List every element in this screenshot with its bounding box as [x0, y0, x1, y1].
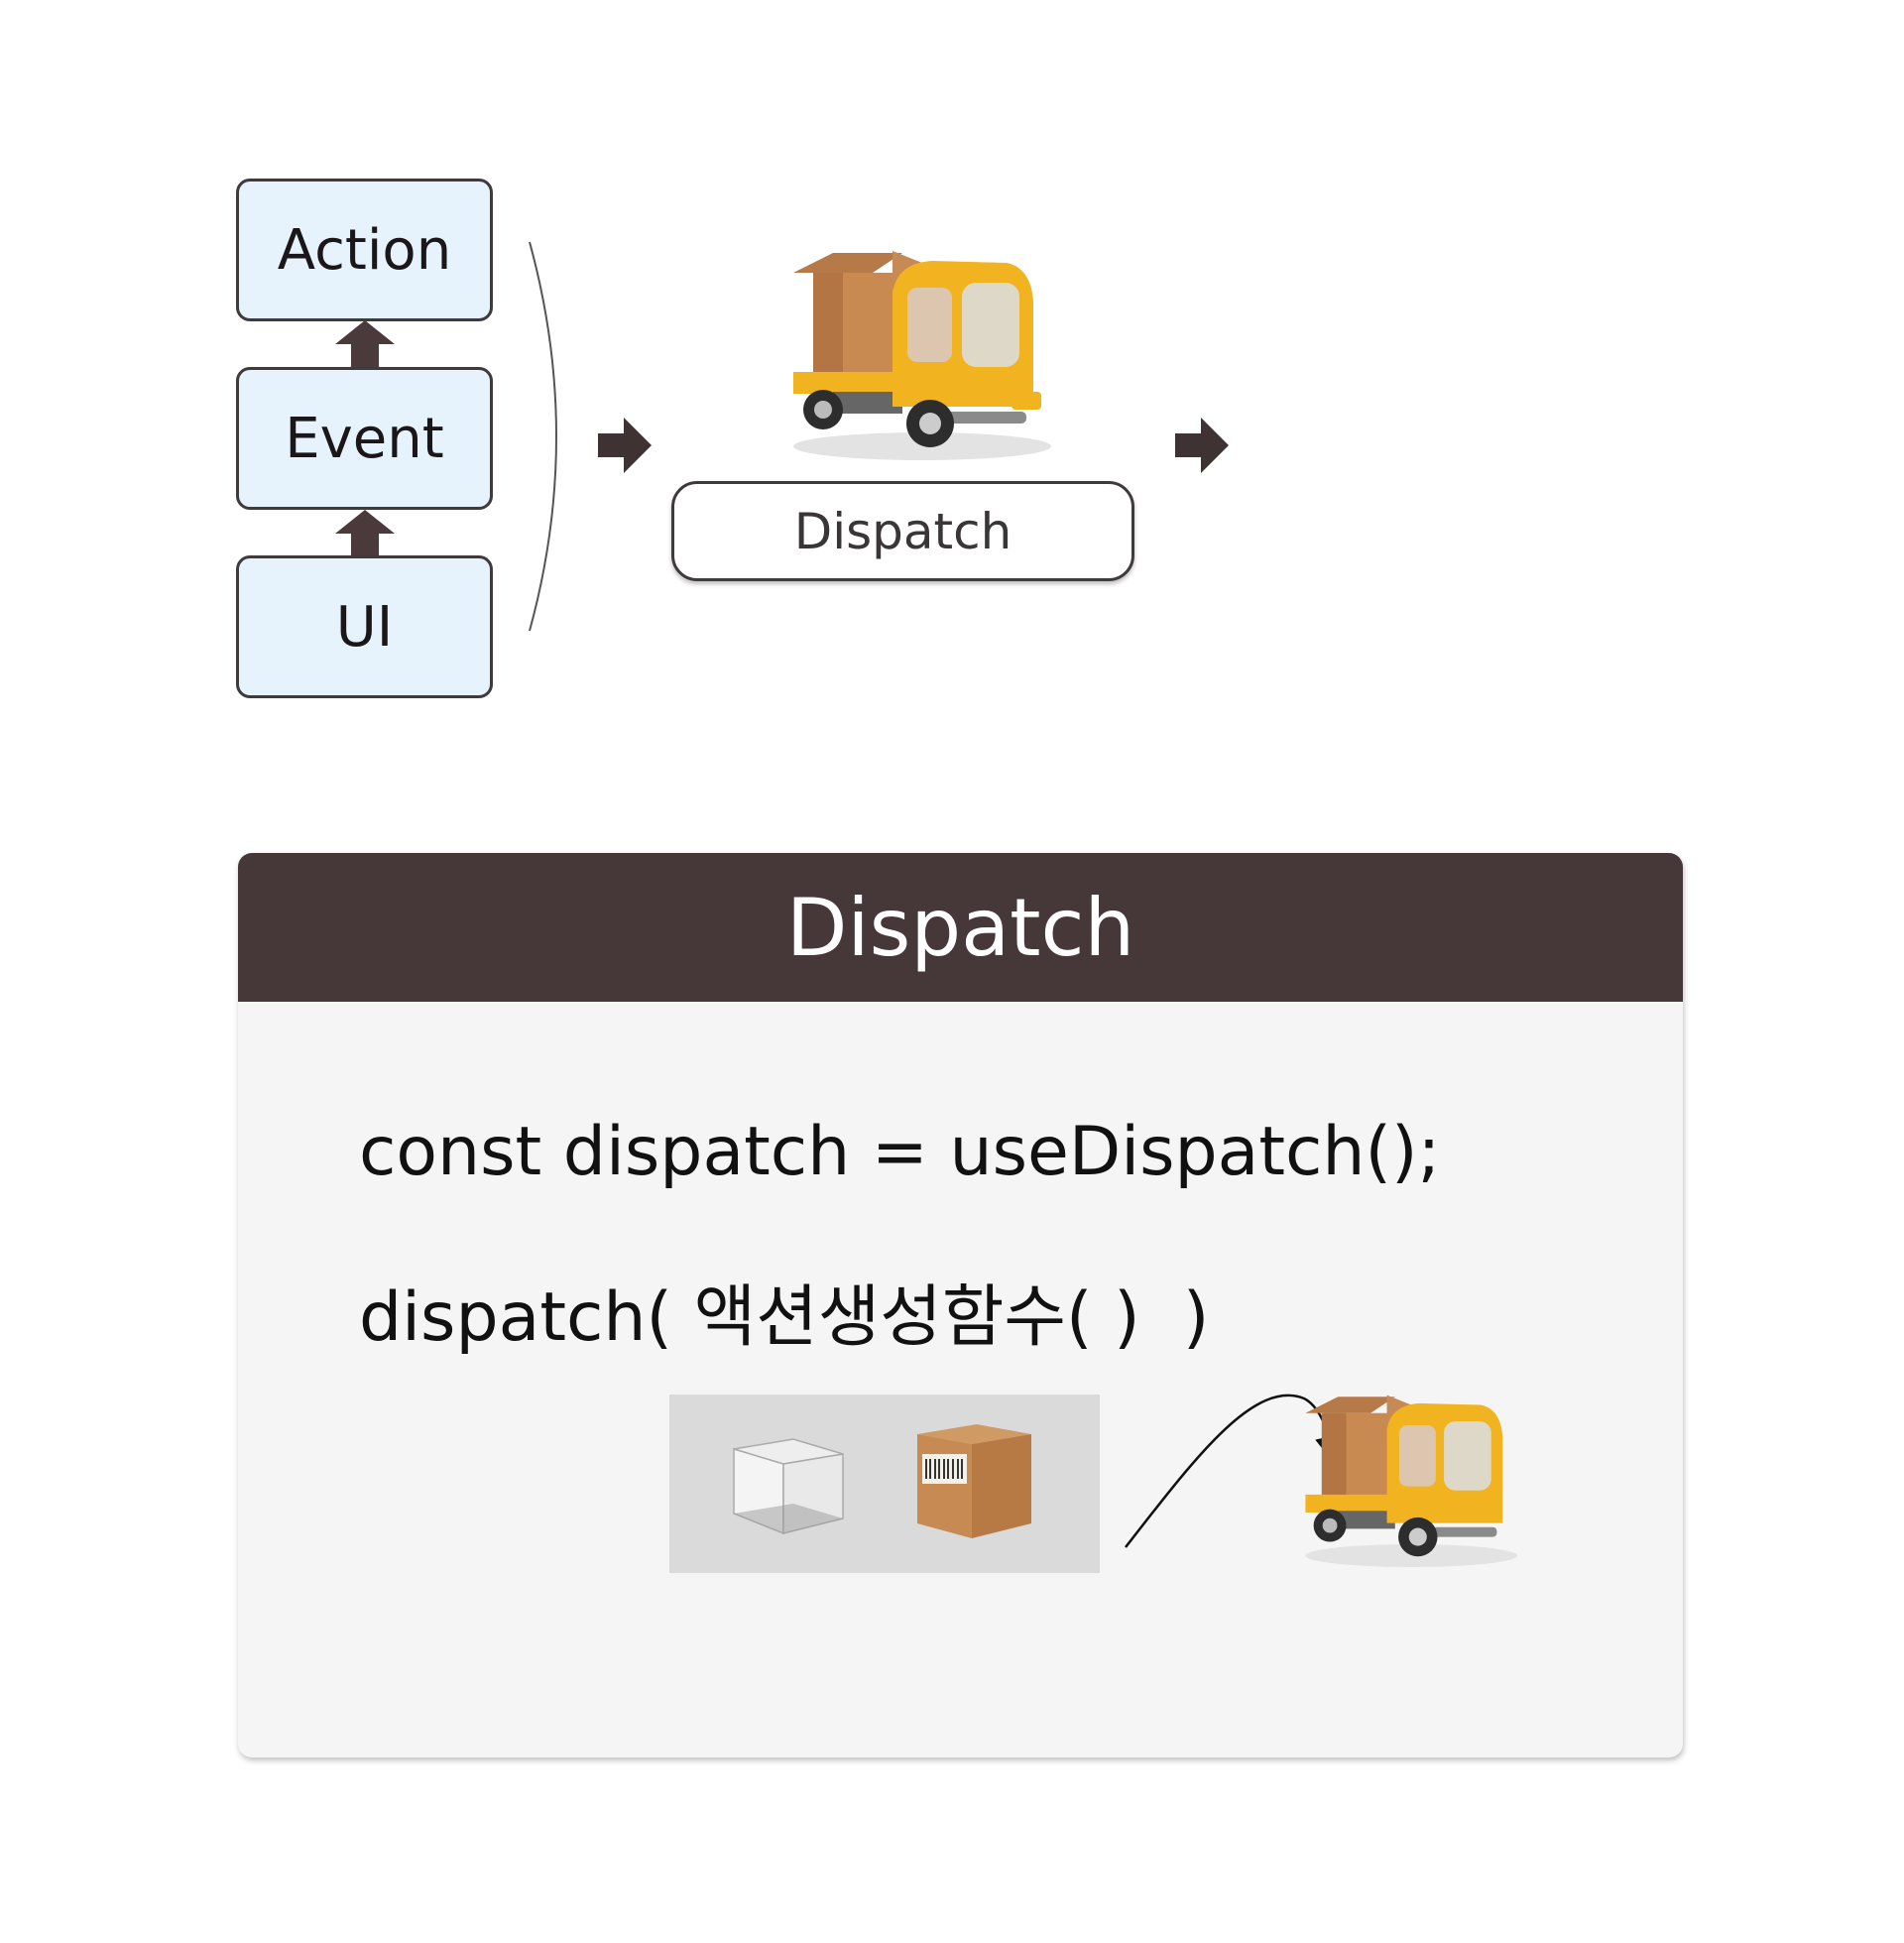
code-line-dispatch-call: dispatch( 액션생성함수( ) ): [359, 1278, 1210, 1357]
ui-box: UI: [236, 555, 493, 698]
delivery-truck-icon: [793, 251, 1051, 460]
up-arrow-icon: [335, 510, 395, 561]
glass-cube-icon: [733, 1438, 844, 1535]
dispatch-pill: Dispatch: [671, 481, 1134, 581]
grouping-bracket: [529, 241, 557, 632]
action-label: Action: [277, 217, 452, 283]
right-arrow-icon: [1175, 418, 1229, 473]
code-line-use-dispatch: const dispatch = useDispatch();: [359, 1113, 1441, 1191]
card-header: Dispatch: [238, 853, 1683, 1002]
cardboard-box-icon: [917, 1424, 1031, 1538]
event-box: Event: [236, 367, 493, 510]
right-arrow-icon: [598, 418, 652, 473]
delivery-truck-icon: [1305, 1395, 1517, 1567]
card-title: Dispatch: [785, 881, 1135, 974]
dispatch-card: Dispatch const dispatch = useDispatch();…: [238, 853, 1683, 1758]
event-label: Event: [285, 406, 444, 471]
up-arrow-icon: [335, 320, 395, 372]
action-box: Action: [236, 179, 493, 321]
dispatch-pill-label: Dispatch: [793, 502, 1012, 560]
ui-label: UI: [335, 594, 394, 660]
action-objects-panel: [669, 1395, 1100, 1573]
